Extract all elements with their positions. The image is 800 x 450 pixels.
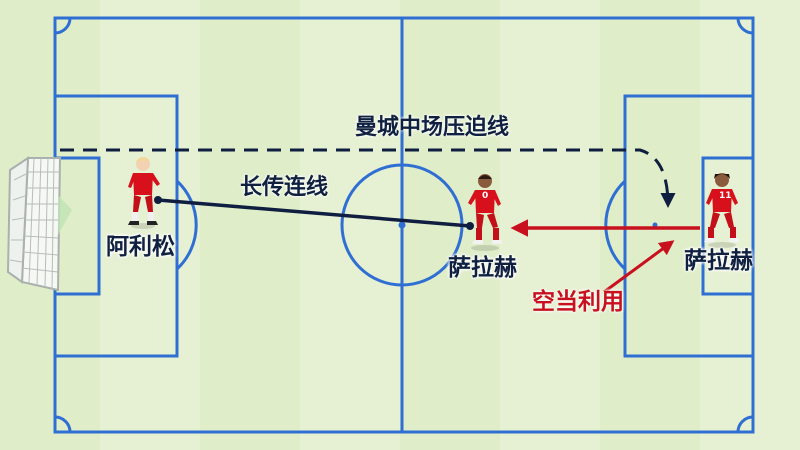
pitch-markings: [53, 16, 755, 434]
press-line-dashed: [60, 148, 676, 208]
player-figure-icon-center: [468, 174, 503, 251]
long-pass-label: 长传连线: [240, 175, 329, 200]
player-figure-icon-keeper: [128, 157, 160, 229]
press-line-label: 曼城中场压迫线: [355, 115, 510, 140]
jersey-number-center: 0: [482, 191, 488, 201]
run-arrow-diagonal: [603, 240, 675, 294]
left-penalty-arc: [175, 179, 198, 271]
player-name-keeper: 阿利松: [106, 234, 175, 260]
right-penalty-arc: [604, 179, 627, 271]
goal-net-icon: [6, 156, 72, 292]
player-name-right: 萨拉赫: [684, 248, 753, 274]
corner-arc-bottom-left: [54, 415, 72, 433]
player-name-center: 萨拉赫: [448, 255, 517, 281]
long-pass-line: [157, 198, 471, 228]
pass-end-dot: [466, 222, 474, 230]
corner-arc-bottom-right: [736, 415, 754, 433]
center-spot: [398, 221, 406, 229]
corner-arc-top-right: [736, 17, 754, 35]
player-figure-icon-right: [704, 173, 740, 248]
jersey-number-right: 11: [719, 191, 732, 201]
pass-start-dot: [154, 196, 162, 204]
space-exploit-label: 空当利用: [532, 289, 624, 315]
corner-arc-top-left: [54, 17, 72, 35]
right-six-yard-box: [701, 156, 755, 296]
